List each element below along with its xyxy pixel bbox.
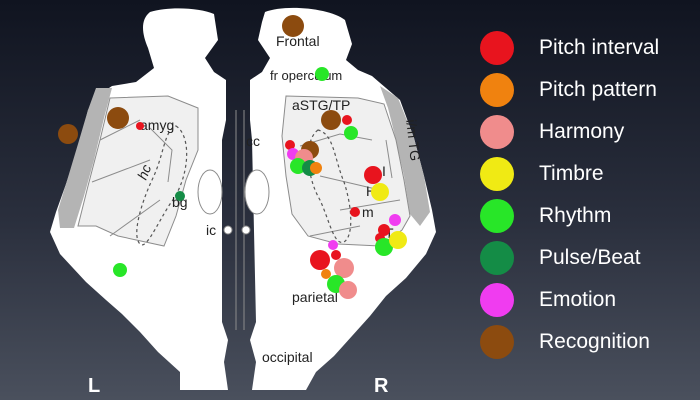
legend-label: Harmony [539,120,625,143]
dot-emotion [389,214,401,226]
label-left-side: L [88,375,100,397]
dot-pitch-interval [136,122,144,130]
dot-rhythm [315,67,329,81]
legend-item-pitch-interval: Pitch interval [480,27,695,69]
legend-item-pitch-pattern: Pitch pattern [480,69,695,111]
internal-capsule-left [223,225,233,235]
label-cc: cc [246,133,260,149]
legend-item-recognition: Recognition [480,321,695,363]
legend-label: Timbre [539,162,604,185]
legend-swatch [480,199,514,233]
dot-pitch-pattern [310,162,322,174]
legend-swatch [480,241,514,275]
midline-divider [235,110,245,330]
dot-rhythm [375,238,393,256]
legend-swatch [480,115,514,149]
legend-label: Recognition [539,330,650,353]
dot-rhythm [290,158,306,174]
dot-harmony [334,258,354,278]
dot-recognition [321,110,341,130]
label-occipital: occipital [262,349,313,365]
dot-pitch-interval [364,166,382,184]
left-ventricle [197,169,223,215]
right-ventricle [244,169,270,215]
label-im-tg: i/m TG [403,119,423,162]
dot-pulse-beat [175,191,185,201]
label-region-t: T [385,225,394,241]
legend-label: Pitch interval [539,36,660,59]
dot-timbre [389,231,407,249]
legend-swatch [480,31,514,65]
legend-item-rhythm: Rhythm [480,195,695,237]
label-region-i: I [382,163,386,179]
label-parietal: parietal [292,289,338,305]
legend-item-timbre: Timbre [480,153,695,195]
legend-swatch [480,325,514,359]
internal-capsule-right [241,225,251,235]
sulcus-lines-left [91,119,173,237]
activation-dots [58,15,407,299]
legend-swatch [480,283,514,317]
dot-rhythm [344,126,358,140]
legend-label: Pulse/Beat [539,246,641,269]
left-temporal-region [58,88,112,228]
dot-pitch-interval [342,115,352,125]
dot-emotion [328,240,338,250]
label-frontal: Frontal [276,33,320,49]
dot-recognition [282,15,304,37]
legend-label: Pitch pattern [539,78,657,101]
left-hippocampus-outline [136,125,188,246]
dot-recognition [58,124,78,144]
sulcus-lines-right [299,133,401,237]
dot-pitch-interval [285,140,295,150]
dot-pitch-interval [331,250,341,260]
label-fr-operculum: fr operculum [270,68,342,83]
dot-timbre [371,183,389,201]
label-astg-tp: aSTG/TP [292,97,350,113]
dot-rhythm [113,263,127,277]
legend-item-harmony: Harmony [480,111,695,153]
legend-label: Emotion [539,288,617,311]
legend: Pitch interval Pitch pattern Harmony Tim… [480,27,695,363]
label-hc: hc [134,162,154,182]
dot-recognition [107,107,129,129]
dot-pitch-interval [378,224,390,236]
legend-swatch [480,73,514,107]
dot-pitch-interval [350,207,360,217]
dot-pitch-interval [310,250,330,270]
legend-item-pulse-beat: Pulse/Beat [480,237,695,279]
legend-swatch [480,157,514,191]
dot-harmony [339,281,357,299]
dot-pitch-pattern [321,269,331,279]
label-right-side: R [374,375,389,397]
right-temporal-region [380,86,430,226]
label-ic: ic [206,222,216,238]
label-amyg: amyg [140,117,174,133]
legend-label: Rhythm [539,204,612,227]
label-region-m: m [362,204,374,220]
legend-item-emotion: Emotion [480,279,695,321]
